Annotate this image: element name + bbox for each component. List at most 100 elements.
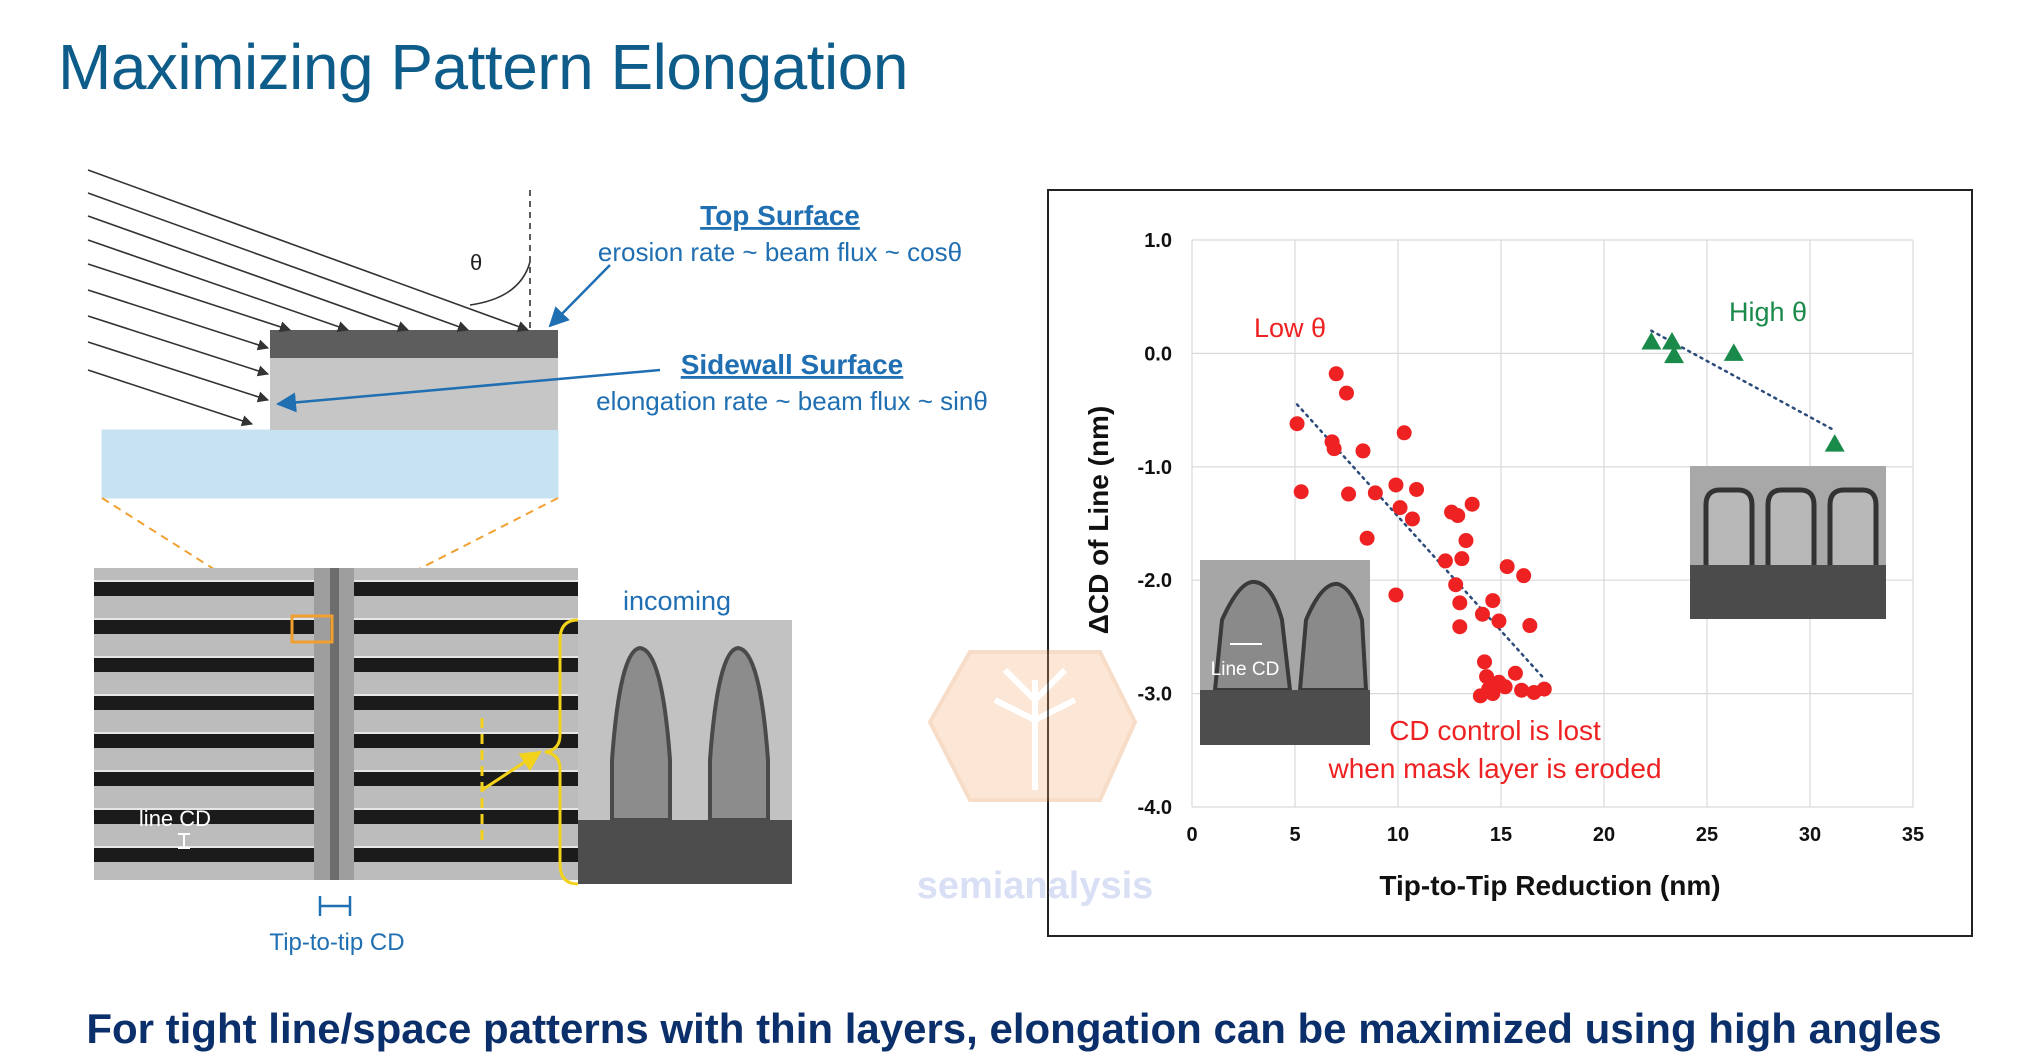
x-tick-label: 20 [1593,824,1615,846]
beam-diagram: θ Top Surface erosion rate ~ beam flux ~… [87,169,988,956]
theta-symbol: θ [470,250,482,275]
low-theta-point [1293,484,1309,500]
low-theta-point [1328,366,1344,382]
low-theta-point [1452,619,1468,635]
substrate-layer [101,429,559,499]
y-axis-label: ΔCD of Line (nm) [1083,406,1114,635]
chart-ticks: 0 5 10 15 20 25 30 35 1.0 0.0 -1.0 -2.0 -3.0 -4.0 [1138,230,1925,846]
low-theta-point [1474,606,1490,622]
low-theta-point [1526,684,1542,700]
low-theta-point [1409,481,1425,497]
low-theta-point [1341,486,1357,502]
chart-frame [1047,189,1973,937]
x-tick-label: 30 [1799,824,1821,846]
footer-caption: For tight line/space patterns with thin … [86,1005,1942,1052]
sidewall-title: Sidewall Surface [681,349,904,380]
low-theta-point [1396,425,1412,441]
top-layer [270,330,558,358]
inset-line-cd-label: Line CD [1211,659,1280,680]
trendline [1650,329,1836,432]
low-theta-point [1444,504,1460,520]
low-theta-point [1359,530,1375,546]
low-theta-point [1458,533,1474,549]
yellow-arrow [481,750,542,792]
yellow-bracket [544,618,579,886]
high-theta-point [1664,345,1685,364]
low-theta-point [1289,416,1305,432]
y-tick-label: -1.0 [1138,457,1172,479]
low-theta-label: Low θ [1254,313,1326,343]
low-theta-point [1491,674,1507,690]
low-theta-point [1324,434,1340,450]
low-theta-point [1479,669,1495,685]
low-theta-point [1326,441,1342,457]
x-tick-label: 10 [1387,824,1409,846]
low-theta-point [1514,682,1530,698]
top-surface-pointer [548,264,611,328]
top-surface-title: Top Surface [700,200,860,231]
high-theta-point [1661,332,1682,350]
y-tick-label: -2.0 [1138,570,1172,592]
low-theta-point [1388,477,1404,493]
low-theta-point [1507,665,1523,681]
y-tick-label: 0.0 [1144,343,1172,365]
x-tick-label: 0 [1186,824,1197,846]
sidewall-pointer [276,368,661,413]
trendlines [1295,329,1836,678]
low-theta-point [1485,593,1501,609]
data-points [1289,332,1845,704]
low-theta-point [1481,681,1497,697]
low-theta-point [1536,681,1552,697]
x-tick-label: 35 [1902,824,1924,846]
cd-note-line-1: CD control is lost [1389,715,1601,746]
incoming-label: incoming [623,586,731,616]
x-tick-label: 5 [1289,824,1300,846]
high-theta-label: High θ [1729,297,1807,327]
low-theta-point [1472,688,1488,704]
sidewall-block [270,358,558,430]
x-axis-label: Tip-to-Tip Reduction (nm) [1379,870,1720,901]
x-tick-label: 15 [1490,824,1512,846]
low-theta-point [1491,613,1507,629]
cd-note-line-2: when mask layer is eroded [1327,753,1661,784]
low-theta-point [1448,577,1464,593]
low-theta-point [1497,679,1513,695]
low-theta-point [1452,595,1468,611]
x-tick-label: 25 [1696,824,1718,846]
low-theta-point [1516,568,1532,584]
line-cd-marker [178,833,190,849]
sidewall-desc: elongation rate ~ beam flux ~ sinθ [596,386,988,416]
low-theta-point [1355,443,1371,459]
trendline [1295,403,1544,678]
tip-to-tip-marker [318,896,352,916]
high-theta-point [1723,343,1744,361]
low-theta-point [1367,485,1383,501]
low-theta-point [1388,587,1404,603]
low-theta-point [1454,551,1470,567]
low-theta-point [1392,500,1408,516]
low-theta-point [1450,508,1466,524]
low-theta-point [1404,511,1420,527]
line-cd-label: line CD [139,806,211,831]
low-theta-point [1485,686,1501,702]
low-theta-point [1339,385,1354,401]
low-theta-point [1477,654,1493,670]
sem-top-view [94,568,578,880]
tip-to-tip-label: Tip-to-tip CD [269,929,404,956]
inset-low-theta [1200,560,1370,745]
ion-beam-arrows [87,169,530,427]
highlight-box [290,614,334,644]
low-theta-point [1522,618,1538,634]
page-title: Maximizing Pattern Elongation [58,31,908,103]
y-tick-label: -3.0 [1138,684,1172,706]
low-theta-point [1437,553,1453,569]
y-tick-label: -4.0 [1138,797,1172,819]
low-theta-point [1499,559,1515,575]
top-surface-desc: erosion rate ~ beam flux ~ cosθ [598,237,962,267]
y-tick-label: 1.0 [1144,230,1172,252]
sem-incoming-cross-section [578,620,792,884]
high-theta-point [1824,434,1845,452]
high-theta-point [1641,332,1662,350]
inset-high-theta [1690,466,1886,619]
